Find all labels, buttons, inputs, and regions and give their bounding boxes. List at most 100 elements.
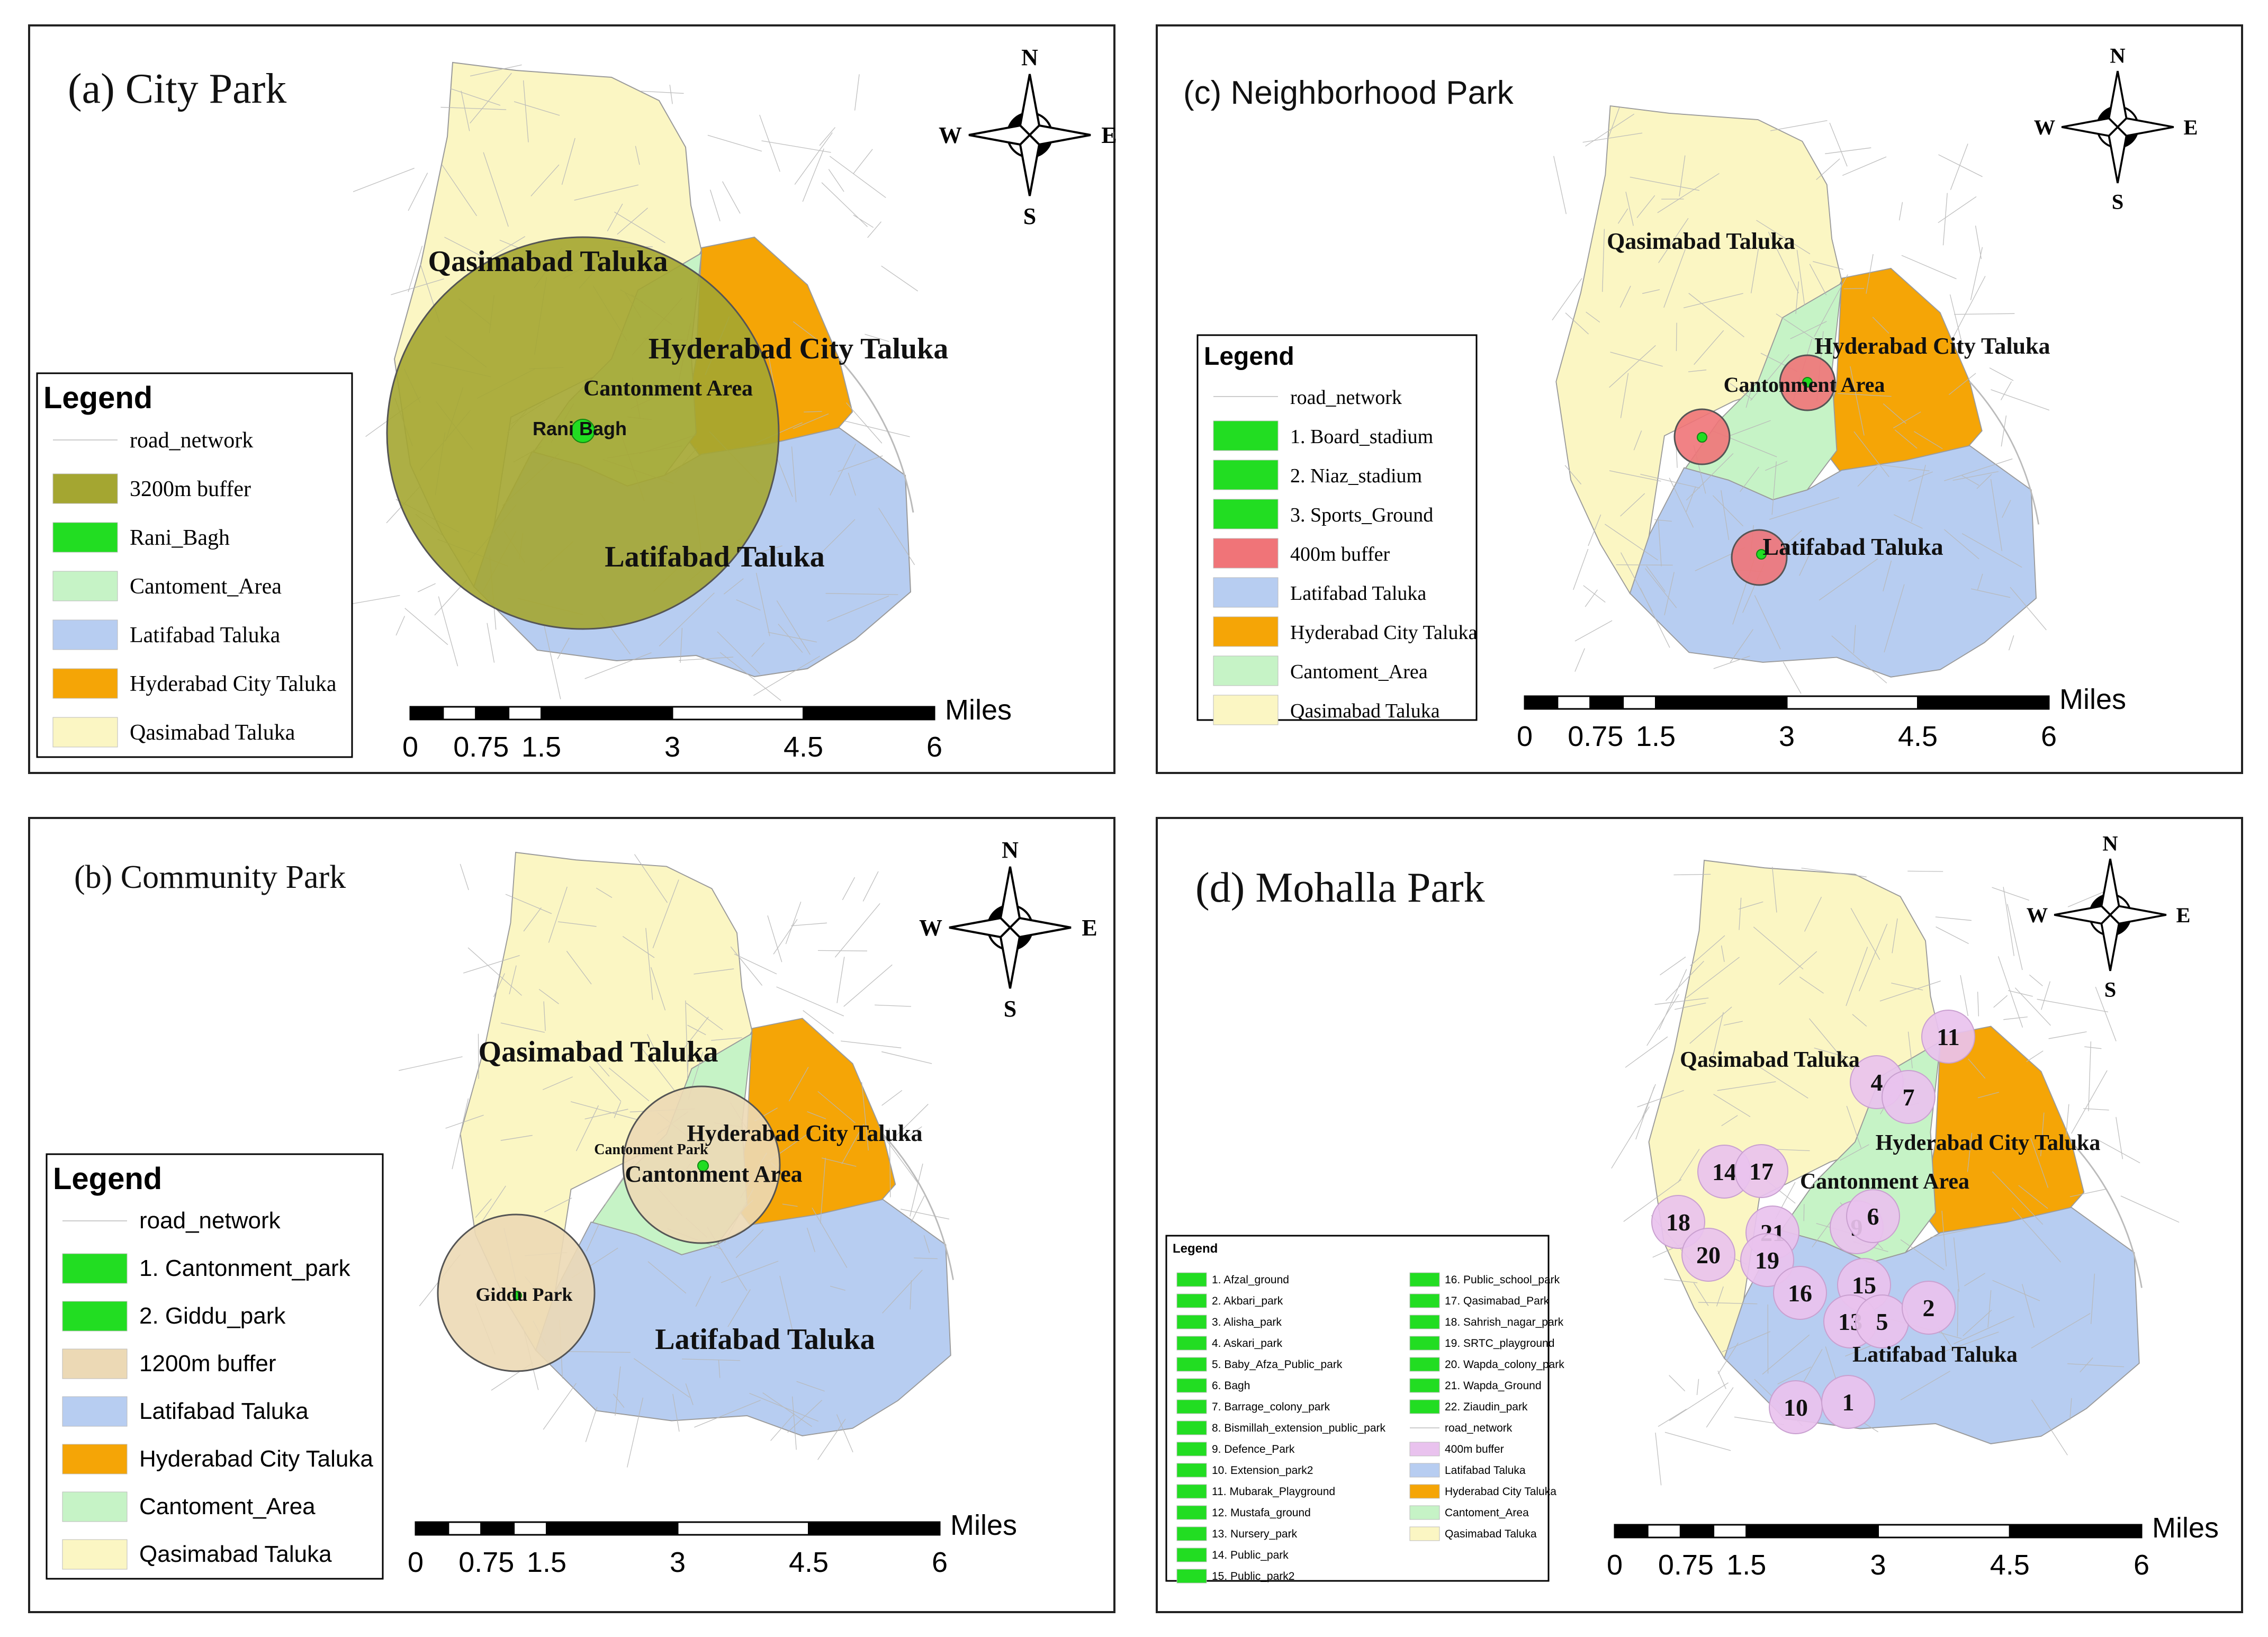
scale-bar-tick-label: 4.5 xyxy=(789,1546,829,1578)
map-label-latifabad: Latifabad Taluka xyxy=(655,1323,875,1356)
scale-bar-segment xyxy=(1622,695,1657,710)
legend-item-label: road_network xyxy=(130,428,253,453)
legend-swatch xyxy=(1176,1272,1207,1287)
legend-item-label: Latifabad Taluka xyxy=(139,1398,309,1424)
buffer-400m xyxy=(1773,1266,1827,1320)
scale-bar-tick-label: 1.5 xyxy=(1636,721,1676,752)
scale-bar-unit: Miles xyxy=(2059,683,2126,715)
legend-item-label: 400m buffer xyxy=(1290,543,1390,565)
legend-item-label: 1200m buffer xyxy=(139,1351,276,1377)
legend-swatch xyxy=(52,668,118,699)
park-marker xyxy=(571,419,595,443)
legend-item-label: 20. Wapda_colony_park xyxy=(1445,1359,1564,1371)
map-label-cantonment-park: Cantonment Park xyxy=(594,1141,708,1158)
mohalla-buffer: 1 xyxy=(1821,1375,1875,1429)
map-label-cantonment: Cantonment Area xyxy=(1724,373,1885,397)
mohalla-buffer: 17 xyxy=(1734,1144,1788,1198)
compass-s-label: S xyxy=(1023,203,1036,229)
compass-s-label: S xyxy=(2112,190,2124,214)
scale-bar-segment xyxy=(1917,695,2050,710)
compass-w-label: W xyxy=(919,915,942,941)
scale-bar-segment xyxy=(447,1521,482,1536)
scale-bar-tick-label: 0 xyxy=(1607,1549,1623,1581)
legend-swatch xyxy=(52,717,118,748)
legend-swatch xyxy=(1409,1378,1440,1393)
legend-item-label: 1. Cantonment_park xyxy=(139,1255,351,1281)
map-label-hyderabad-city: Hyderabad City Taluka xyxy=(649,332,948,365)
legend-swatch xyxy=(1176,1569,1207,1584)
map-label-hyderabad-city: Hyderabad City Taluka xyxy=(1814,333,2050,359)
scale-bar-segment xyxy=(1524,695,1559,710)
scale-bar-tick-label: 1.5 xyxy=(1726,1549,1766,1581)
park-marker xyxy=(697,1160,709,1172)
scale-bar-tick-label: 3 xyxy=(1779,721,1795,752)
legend-item-label: 19. SRTC_playground xyxy=(1445,1337,1554,1350)
buffer-400m xyxy=(1882,1070,1936,1124)
scale-bar-segment xyxy=(1655,695,1788,710)
legend-swatch xyxy=(1409,1484,1440,1499)
legend-swatch xyxy=(1409,1442,1440,1456)
legend-item-label: 21. Wapda_Ground xyxy=(1445,1380,1542,1392)
buffer-400m xyxy=(1681,1228,1735,1282)
scale-bar-segment xyxy=(808,1521,941,1536)
legend-swatch xyxy=(1176,1315,1207,1329)
legend-item-label: 4. Askari_park xyxy=(1212,1337,1283,1350)
mohalla-buffer: 5 xyxy=(1855,1294,1909,1348)
scale-bar-tick-label: 6 xyxy=(926,731,942,763)
scale-bar-tick-label: 1.5 xyxy=(527,1546,566,1578)
park-marker xyxy=(1697,432,1707,443)
legend-swatch xyxy=(1409,1526,1440,1541)
legend-swatch xyxy=(1409,1336,1440,1351)
panel-title: (b) Community Park xyxy=(74,859,346,895)
map-label-qasimabad: Qasimabad Taluka xyxy=(1680,1048,1860,1072)
scale-bar-segment xyxy=(1713,1524,1748,1539)
legend-swatch xyxy=(1409,1399,1440,1414)
legend-swatch xyxy=(62,1491,128,1522)
buffer-number-label: 18 xyxy=(1666,1209,1690,1236)
buffer-400m xyxy=(1821,1375,1875,1429)
legend-item-label: 11. Mubarak_Playground xyxy=(1212,1486,1335,1498)
scale-bar-segment xyxy=(1589,695,1624,710)
legend-swatch xyxy=(1213,538,1279,569)
legend-item-label: Cantoment_Area xyxy=(130,574,282,599)
buffer-number-label: 17 xyxy=(1749,1158,1774,1185)
scale-bar-tick-label: 0 xyxy=(408,1546,424,1578)
scale-bar-tick-label: 0 xyxy=(1517,721,1533,752)
legend-item-label: 1. Afzal_ground xyxy=(1212,1274,1289,1286)
scale-bar-segment xyxy=(803,706,935,721)
legend-swatch xyxy=(52,619,118,650)
scale-bar-tick-label: 0.75 xyxy=(1658,1549,1714,1581)
scale-bar-tick-label: 1.5 xyxy=(521,731,561,763)
map-label-latifabad: Latifabad Taluka xyxy=(605,541,825,573)
buffer-number-label: 7 xyxy=(1903,1084,1915,1111)
legend-item-label: 3200m buffer xyxy=(130,477,251,501)
map-label-qasimabad: Qasimabad Taluka xyxy=(428,245,668,278)
scale-bar-tick-label: 6 xyxy=(2134,1549,2149,1581)
legend-item-label: 12. Mustafa_ground xyxy=(1212,1507,1311,1519)
legend-title: Legend xyxy=(53,1162,162,1196)
mohalla-buffer: 11 xyxy=(1921,1010,1975,1064)
buffer-400m xyxy=(1740,1233,1794,1287)
legend-item-label: 17. Qasimabad_Park xyxy=(1445,1295,1550,1307)
scale-bar-tick-label: 4.5 xyxy=(1990,1549,2030,1581)
park-marker xyxy=(1756,549,1767,560)
scale-bar-segment xyxy=(508,706,542,721)
compass-e-label: E xyxy=(1082,915,1097,941)
scale-bar-segment xyxy=(546,1521,679,1536)
panel-title: (a) City Park xyxy=(68,66,286,112)
legend-item-label: 7. Barrage_colony_park xyxy=(1212,1401,1330,1413)
legend-swatch xyxy=(1176,1442,1207,1456)
map-label-hyderabad-city: Hyderabad City Taluka xyxy=(687,1120,922,1146)
scale-bar-tick-label: 3 xyxy=(664,731,680,763)
scale-bar-segment xyxy=(2009,1524,2143,1539)
buffer-number-label: 16 xyxy=(1788,1280,1812,1307)
legend-swatch xyxy=(1176,1526,1207,1541)
